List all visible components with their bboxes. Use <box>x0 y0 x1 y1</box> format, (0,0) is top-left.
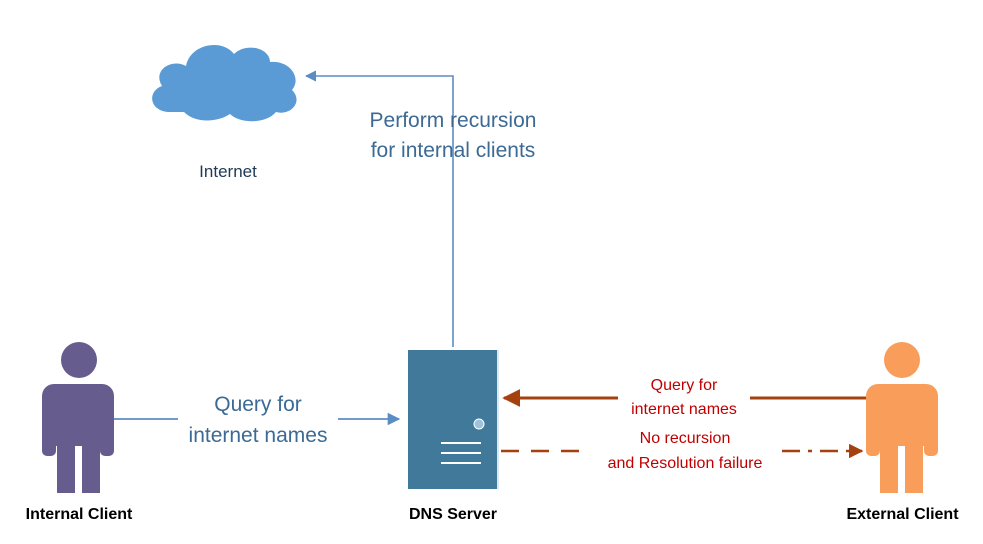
failure-label-line1: No recursion <box>639 430 731 447</box>
internal-client-person-icon <box>42 342 114 493</box>
external-client-label: External Client <box>846 506 959 523</box>
internet-label: Internet <box>199 162 257 181</box>
internal-query-label-line1: Query for <box>214 393 302 416</box>
dns-server-icon <box>408 350 499 489</box>
internal-query-label-line2: internet names <box>188 424 328 447</box>
internet-cloud-icon <box>152 44 297 122</box>
internal-client-label: Internal Client <box>25 506 133 523</box>
recursion-label-line2: for internal clients <box>370 139 536 162</box>
external-query-label-line2: internet names <box>631 401 737 418</box>
dns-server-label: DNS Server <box>408 506 498 523</box>
recursion-label-line1: Perform recursion <box>369 109 537 132</box>
recursion-connector <box>304 70 454 347</box>
external-client-person-icon <box>866 342 938 493</box>
external-query-label-line1: Query for <box>650 377 718 394</box>
failure-label-line2: and Resolution failure <box>607 455 763 472</box>
